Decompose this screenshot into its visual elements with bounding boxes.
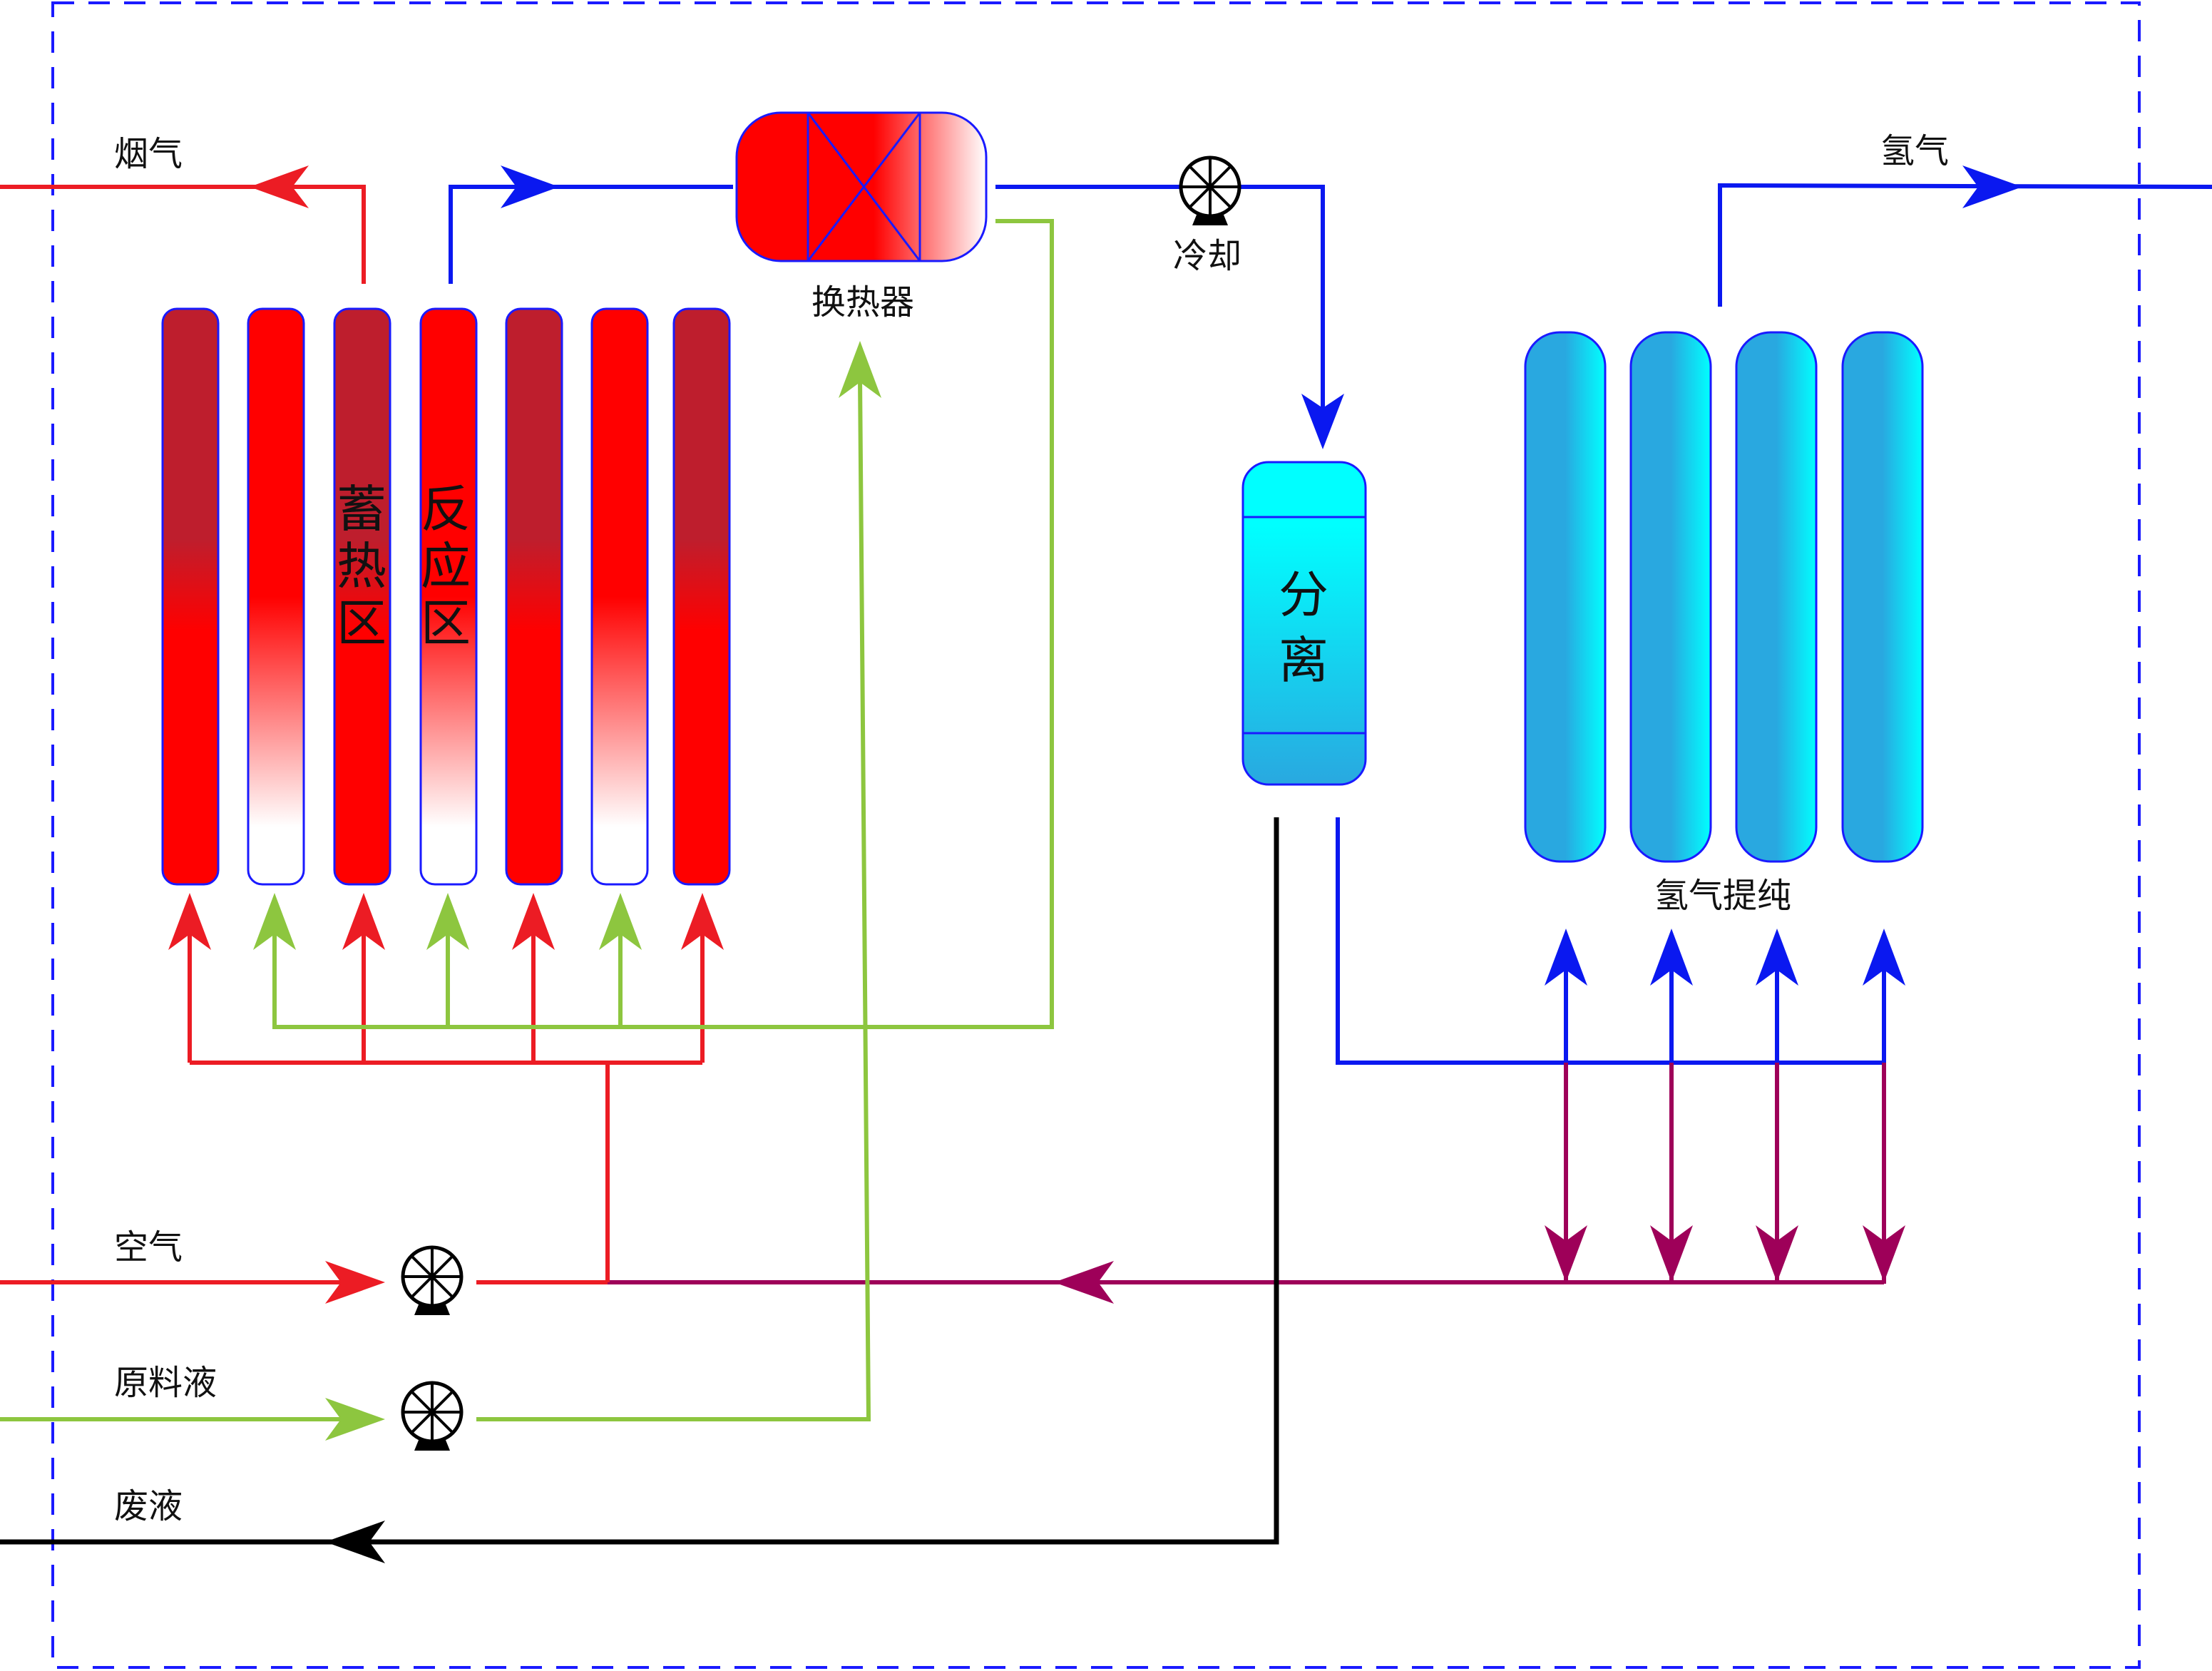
arrowheads xyxy=(168,165,2022,1563)
feed-bed-arrow-1 xyxy=(253,893,296,950)
purge-return-arrow xyxy=(1054,1261,1114,1304)
feed-in-arrow xyxy=(325,1398,385,1441)
feed-bed-arrow-3 xyxy=(599,893,642,950)
air-bed-arrow-4 xyxy=(681,893,724,950)
separation-char-1: 分 xyxy=(1279,566,1328,624)
separator-gas-line xyxy=(1336,817,1886,1065)
purge-arrow-1 xyxy=(1545,1225,1587,1282)
reaction-bed-1 xyxy=(247,307,305,886)
air-line xyxy=(0,927,705,1284)
purifier-inlet-arrow-2 xyxy=(1650,929,1693,986)
hydrogen-purification-label: 氢气提纯 xyxy=(1654,876,1791,916)
flue-gas-label: 烟气 xyxy=(114,134,183,174)
waste-out-arrow xyxy=(325,1521,385,1563)
reaction-bed-2 xyxy=(419,307,478,886)
reaction-zone-char-3: 区 xyxy=(421,594,471,653)
separator-vessel xyxy=(1241,461,1367,786)
reaction-zone-char-2: 应 xyxy=(421,537,471,596)
heat-storage-zone-char-1: 蓄 xyxy=(337,480,386,538)
storage-bed-4 xyxy=(672,307,731,886)
purge-arrow-2 xyxy=(1650,1225,1693,1282)
cooling-label: 冷却 xyxy=(1173,236,1241,276)
purifier-column-4 xyxy=(1841,331,1924,863)
purifier-column-2 xyxy=(1629,331,1712,863)
purifier-column-1 xyxy=(1524,331,1607,863)
heat-storage-zone-char-2: 热 xyxy=(337,537,386,596)
air-bed-arrow-1 xyxy=(168,893,211,950)
cooling-fan-pump-icon xyxy=(1179,155,1241,225)
air-bed-arrow-2 xyxy=(342,893,385,950)
purge-gas-line xyxy=(608,1063,1886,1284)
purge-arrow-4 xyxy=(1863,1225,1905,1282)
air-pump-icon xyxy=(401,1245,464,1315)
reactor-bed-array xyxy=(161,307,731,886)
storage-bed-1 xyxy=(161,307,220,886)
feed-liquid-label: 原料液 xyxy=(114,1363,217,1403)
system-boundary xyxy=(51,1,2141,1669)
hydrogen-out-arrow xyxy=(1962,165,2022,208)
purifier-column-3 xyxy=(1735,331,1818,863)
storage-bed-2 xyxy=(333,307,391,886)
heat-exchanger-label: 换热器 xyxy=(811,282,914,322)
hydrogen-purification-columns xyxy=(1524,331,1924,863)
purifier-inlet-arrow-3 xyxy=(1756,929,1798,986)
air-label: 空气 xyxy=(114,1227,183,1267)
air-bed-arrow-3 xyxy=(512,893,555,950)
separation-char-2: 离 xyxy=(1279,631,1328,690)
hydrogen-label: 氢气 xyxy=(1880,131,1949,171)
heat-storage-zone-char-3: 区 xyxy=(337,594,386,653)
hot-product-line xyxy=(449,185,1325,428)
reaction-zone-char-1: 反 xyxy=(421,480,471,538)
purge-arrow-3 xyxy=(1756,1225,1798,1282)
heat-exchanger-icon xyxy=(735,111,988,262)
waste-liquid-label: 废液 xyxy=(114,1486,183,1526)
feed-bed-arrow-2 xyxy=(426,893,469,950)
feed-pump-icon xyxy=(401,1381,464,1451)
separator-inlet-arrow xyxy=(1301,394,1344,449)
hydrogen-out-line xyxy=(1718,183,2212,307)
flue-gas-arrow xyxy=(250,165,309,208)
waste-liquid-line xyxy=(0,817,1279,1545)
feed-exchanger-arrow xyxy=(839,341,881,398)
hot-product-arrow xyxy=(501,165,559,208)
feed-liquid-line xyxy=(0,219,1054,1421)
purifier-inlet-arrow-1 xyxy=(1545,929,1587,986)
flue-gas-line xyxy=(0,185,366,284)
reaction-bed-3 xyxy=(590,307,649,886)
storage-bed-3 xyxy=(505,307,563,886)
purifier-inlet-arrow-4 xyxy=(1863,929,1905,986)
air-in-arrow xyxy=(325,1261,385,1304)
